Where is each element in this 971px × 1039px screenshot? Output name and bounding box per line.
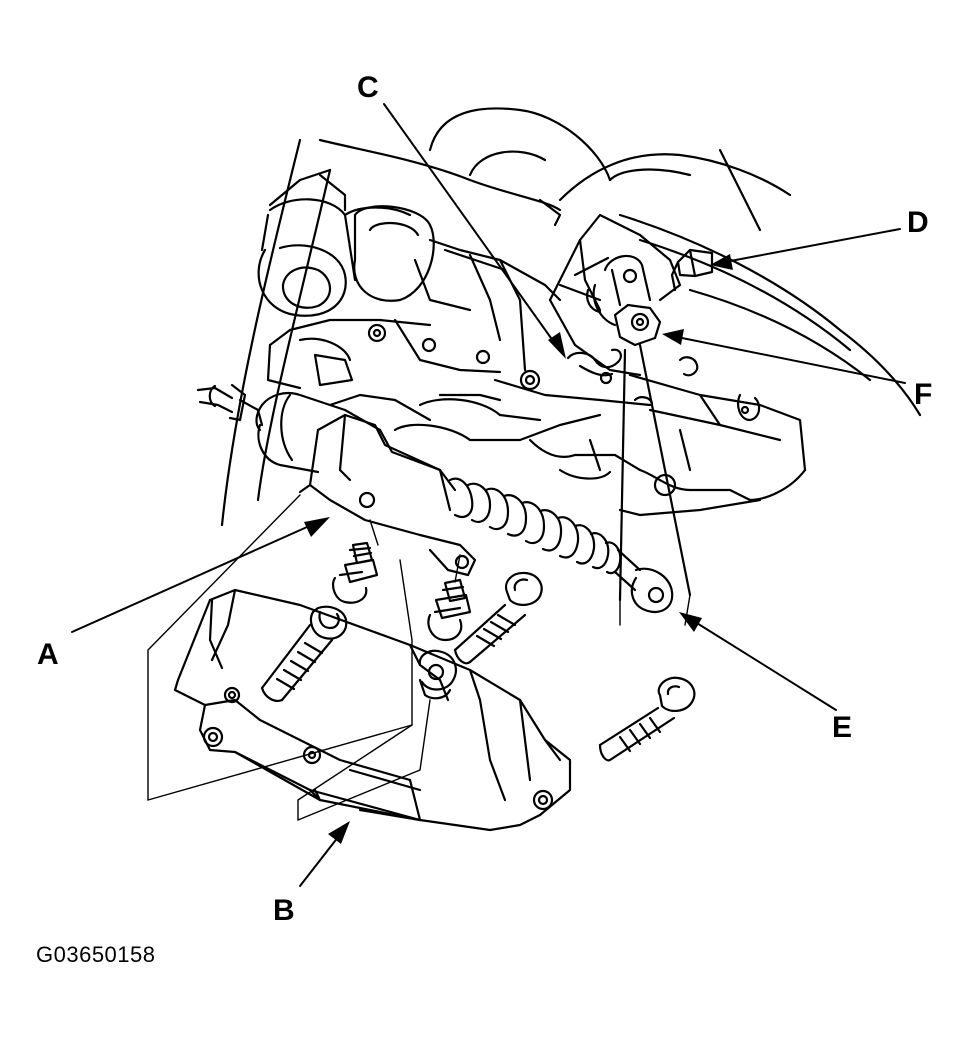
- bolt-long-left: [262, 607, 346, 701]
- alignment-lines: [148, 495, 690, 820]
- bolt-long-lower-right: [600, 678, 694, 761]
- callout-D: D: [907, 206, 929, 239]
- figure-id: G03650158: [36, 942, 156, 967]
- bolt-short-right: [428, 580, 470, 640]
- bracket: [175, 590, 570, 830]
- slave-cylinder: [198, 385, 672, 612]
- leader-arrows: [72, 104, 905, 886]
- callout-B: B: [273, 894, 295, 927]
- callout-C: C: [357, 71, 379, 104]
- release-fork-assembly: [550, 215, 712, 600]
- callout-E: E: [832, 711, 853, 744]
- transmission-case: [222, 108, 920, 525]
- callout-A: A: [37, 638, 59, 671]
- mounting-bolts: [262, 543, 694, 760]
- bolt-long-center: [455, 573, 542, 663]
- bolt-short-left: [333, 543, 377, 603]
- callout-F: F: [914, 378, 933, 411]
